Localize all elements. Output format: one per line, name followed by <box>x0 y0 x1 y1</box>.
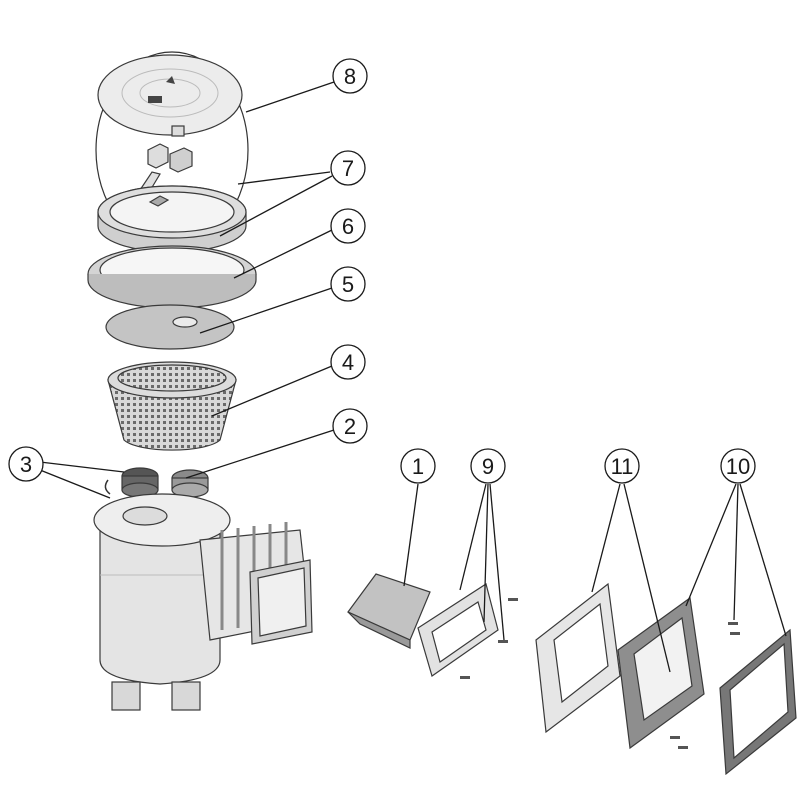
leader-4 <box>211 365 333 417</box>
gasket-11-opening <box>553 602 609 704</box>
callout-9-label: 9 <box>482 454 494 479</box>
frame-9-screws <box>460 598 518 679</box>
callout-10-label: 10 <box>726 454 750 479</box>
callout-3-label: 3 <box>20 452 32 477</box>
frame-9-opening <box>431 601 487 663</box>
collar-opening <box>109 191 235 233</box>
plug-3-ring <box>104 479 111 495</box>
leader-9c <box>489 483 505 641</box>
callout-6: 6 <box>330 208 366 244</box>
leader-7a <box>237 171 331 185</box>
leader-10a <box>685 483 737 607</box>
lid-arrow-mark <box>166 76 175 84</box>
disc <box>105 304 235 350</box>
part-5-disc <box>105 304 235 350</box>
callout-1: 1 <box>400 448 436 484</box>
leader-3b <box>39 469 111 499</box>
callout-8: 8 <box>332 58 368 94</box>
callout-10: 10 <box>720 448 756 484</box>
callout-8-label: 8 <box>344 64 356 89</box>
leader-lines <box>39 81 787 673</box>
leader-1 <box>403 483 419 587</box>
callout-7-label: 7 <box>342 156 354 181</box>
callout-5-label: 5 <box>342 272 354 297</box>
part-3-plugs <box>104 467 159 498</box>
leader-3a <box>39 461 125 473</box>
leader-8 <box>245 81 335 113</box>
lid-clip <box>171 125 185 137</box>
housing-port <box>122 506 168 526</box>
leader-9a <box>459 483 487 591</box>
callout-6-label: 6 <box>342 214 354 239</box>
part-1-weir <box>347 573 431 649</box>
leader-11b <box>623 483 671 673</box>
leader-2 <box>185 429 335 479</box>
weir-edge <box>347 611 411 649</box>
callout-4: 4 <box>330 344 366 380</box>
flange-edge <box>87 274 257 309</box>
skimmer-lid <box>97 54 243 136</box>
part-2-plug <box>171 469 209 498</box>
part-4-basket <box>107 361 237 451</box>
outlet-right <box>171 681 201 711</box>
lid-latch-left <box>147 143 169 169</box>
leader-10b <box>733 483 739 621</box>
part-6-flange-ring <box>87 245 257 309</box>
collar-tab <box>148 195 170 207</box>
callout-2-label: 2 <box>344 414 356 439</box>
callout-1-label: 1 <box>412 454 424 479</box>
callout-3: 3 <box>8 446 44 482</box>
mouth-opening <box>257 567 307 637</box>
leader-5 <box>199 287 333 334</box>
callout-7: 7 <box>330 150 366 186</box>
part-7-collar <box>97 185 247 253</box>
gasket-10-opening <box>729 642 789 760</box>
callouts: 8 7 6 5 4 2 3 1 <box>8 58 756 484</box>
leader-6 <box>233 229 333 279</box>
faceplate-10-opening <box>633 616 693 722</box>
part-10-faceplate <box>617 596 797 776</box>
callout-11-label: 11 <box>611 454 634 479</box>
callout-11: 11 <box>604 448 640 484</box>
part-10-screws <box>670 622 740 749</box>
callout-9: 9 <box>470 448 506 484</box>
disc-hole <box>172 316 198 328</box>
basket-body <box>107 379 237 451</box>
leader-10c <box>739 483 787 637</box>
callout-2: 2 <box>332 408 368 444</box>
part-8-lid-assembly <box>95 51 249 249</box>
lid-slot <box>148 96 162 103</box>
lid-ring-detail <box>121 68 219 118</box>
lid-latch-right <box>169 147 193 173</box>
leader-9b <box>483 483 489 623</box>
callout-4-label: 4 <box>342 350 354 375</box>
skimmer-body <box>93 493 313 711</box>
part-9-frame <box>417 583 518 679</box>
leader-11a <box>591 483 621 593</box>
callout-5: 5 <box>330 266 366 302</box>
skimmer-housing <box>99 519 221 685</box>
leader-7b <box>219 175 333 237</box>
basket-inner <box>117 364 227 392</box>
outlet-left <box>111 681 141 711</box>
part-11-gasket <box>535 582 621 734</box>
